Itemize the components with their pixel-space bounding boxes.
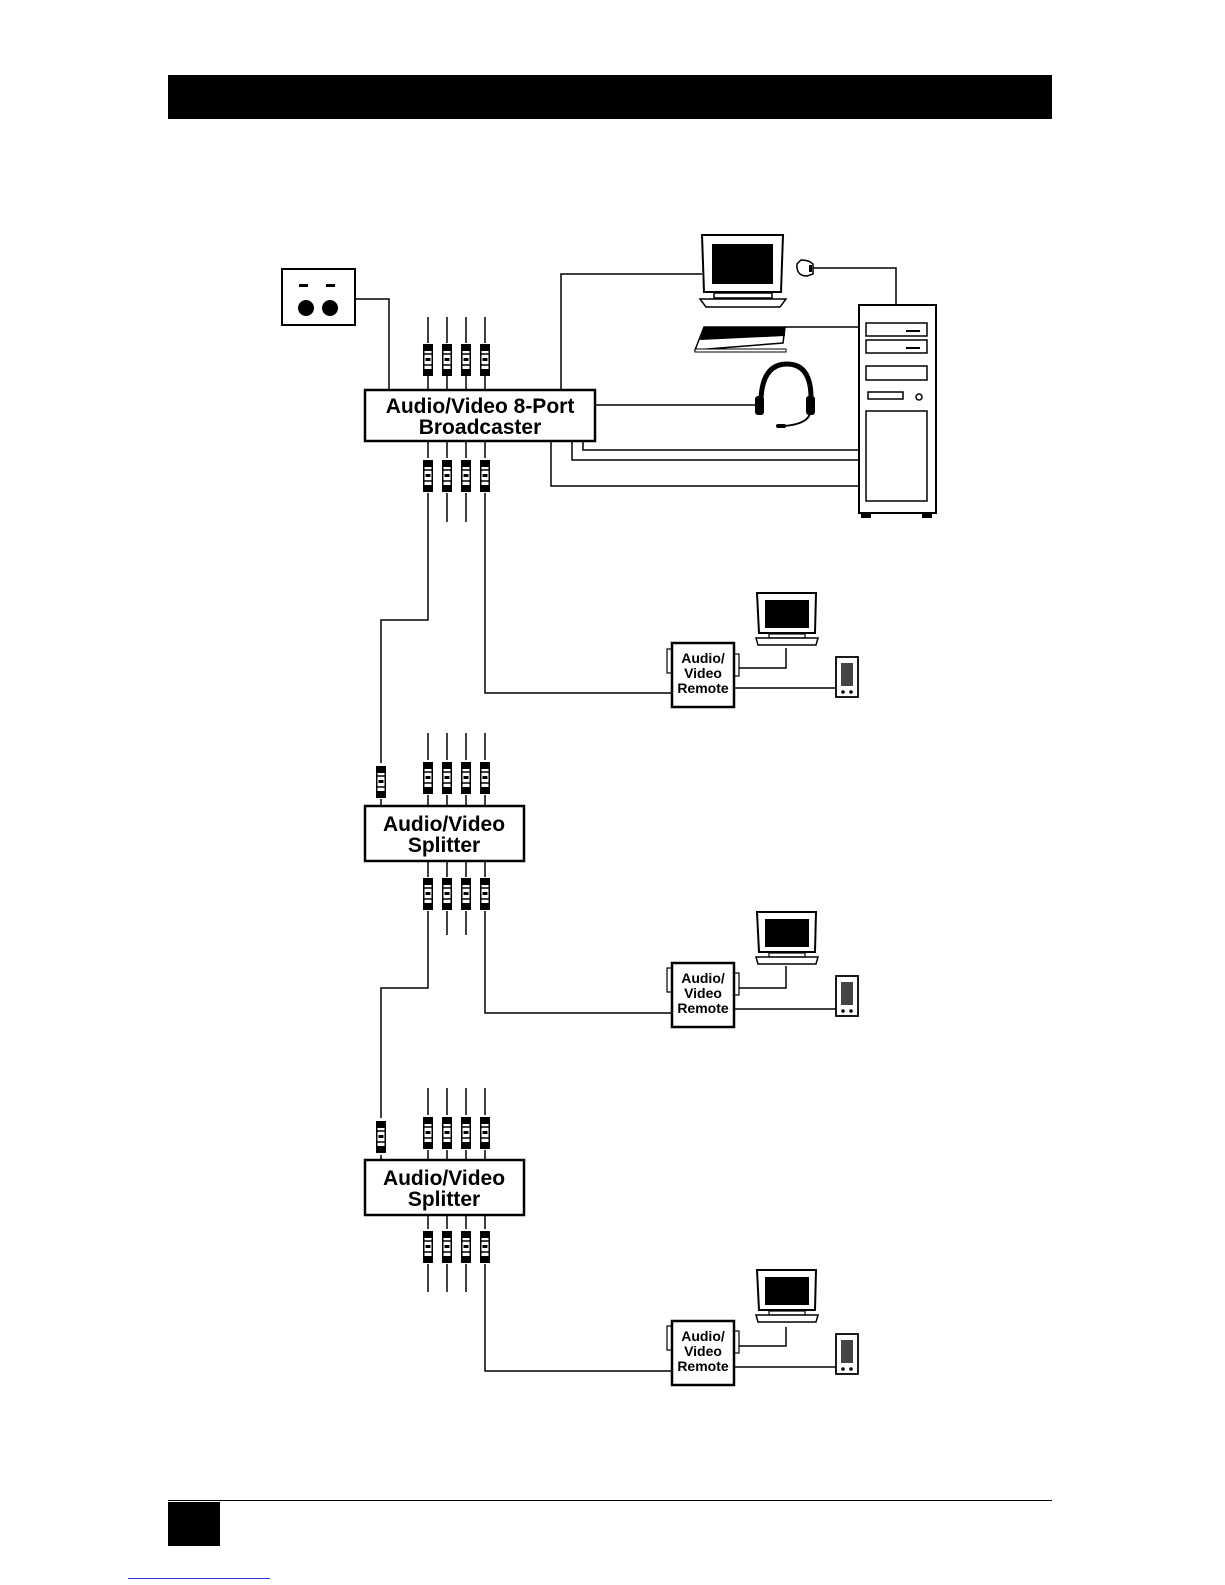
monitor-icon <box>756 593 818 645</box>
rca-connector <box>424 345 433 376</box>
splitter-box: Audio/Video Splitter <box>365 1160 524 1215</box>
rca-connector <box>443 763 452 794</box>
rca-connector <box>462 461 471 492</box>
remote-unit: Audio/ Video Remote <box>667 1321 739 1385</box>
rca-connector <box>424 461 433 492</box>
rca-connector <box>443 345 452 376</box>
footer-rule <box>168 1500 1052 1501</box>
rca-connector <box>481 1118 490 1149</box>
rca-connector <box>443 461 452 492</box>
rca-connector <box>377 767 386 798</box>
speaker-icon <box>836 657 858 697</box>
splitter-label-line1: Audio/Video <box>383 1167 505 1190</box>
rca-connector <box>443 1232 452 1263</box>
rca-connector <box>462 763 471 794</box>
rca-connector <box>462 1232 471 1263</box>
remote-label-line3: Remote <box>677 1000 729 1016</box>
splitter-label-line2: Splitter <box>408 834 480 857</box>
pc-tower-icon <box>859 305 936 518</box>
remote-label-line1: Audio/ <box>681 650 725 666</box>
rca-connector <box>424 1118 433 1149</box>
rca-connector <box>481 763 490 794</box>
remote-label-line2: Video <box>684 985 722 1001</box>
broadcaster-label-line2: Broadcaster <box>419 416 542 439</box>
microphone-icon <box>797 260 813 276</box>
remote-label-line1: Audio/ <box>681 1328 725 1344</box>
remote-unit: Audio/ Video Remote <box>667 643 739 707</box>
rca-connector <box>481 1232 490 1263</box>
connectors <box>377 345 490 1263</box>
remote-label-line3: Remote <box>677 1358 729 1374</box>
broadcaster-box: Audio/Video 8-Port Broadcaster <box>365 390 595 441</box>
splitter-label-line2: Splitter <box>408 1188 480 1211</box>
rca-connector <box>481 879 490 910</box>
remote-label-line2: Video <box>684 665 722 681</box>
rca-connector <box>481 345 490 376</box>
wall-plate-icon <box>282 269 355 325</box>
remote-unit: Audio/ Video Remote <box>667 963 739 1027</box>
rca-connector <box>443 1118 452 1149</box>
rca-connector <box>424 879 433 910</box>
remote-label-line1: Audio/ <box>681 970 725 986</box>
rca-connector <box>462 879 471 910</box>
rca-connector <box>424 763 433 794</box>
rca-connector <box>424 1232 433 1263</box>
monitor-icon <box>756 912 818 964</box>
rca-connector <box>481 461 490 492</box>
speaker-icon <box>836 1334 858 1374</box>
rca-connector <box>462 345 471 376</box>
link-underline[interactable] <box>128 1578 270 1579</box>
keyboard-icon <box>695 327 786 352</box>
rca-connector <box>462 1118 471 1149</box>
splitter-box: Audio/Video Splitter <box>365 806 524 861</box>
broadcaster-label-line1: Audio/Video 8-Port <box>386 395 575 418</box>
page-number-tab <box>168 1502 220 1546</box>
rca-connector <box>443 879 452 910</box>
remote-label-line3: Remote <box>677 680 729 696</box>
speaker-icon <box>836 976 858 1016</box>
splitter-label-line1: Audio/Video <box>383 813 505 836</box>
headset-icon <box>755 364 815 428</box>
rca-connector <box>377 1122 386 1153</box>
remote-label-line2: Video <box>684 1343 722 1359</box>
monitor-icon <box>700 235 786 307</box>
monitor-icon <box>756 1270 818 1322</box>
